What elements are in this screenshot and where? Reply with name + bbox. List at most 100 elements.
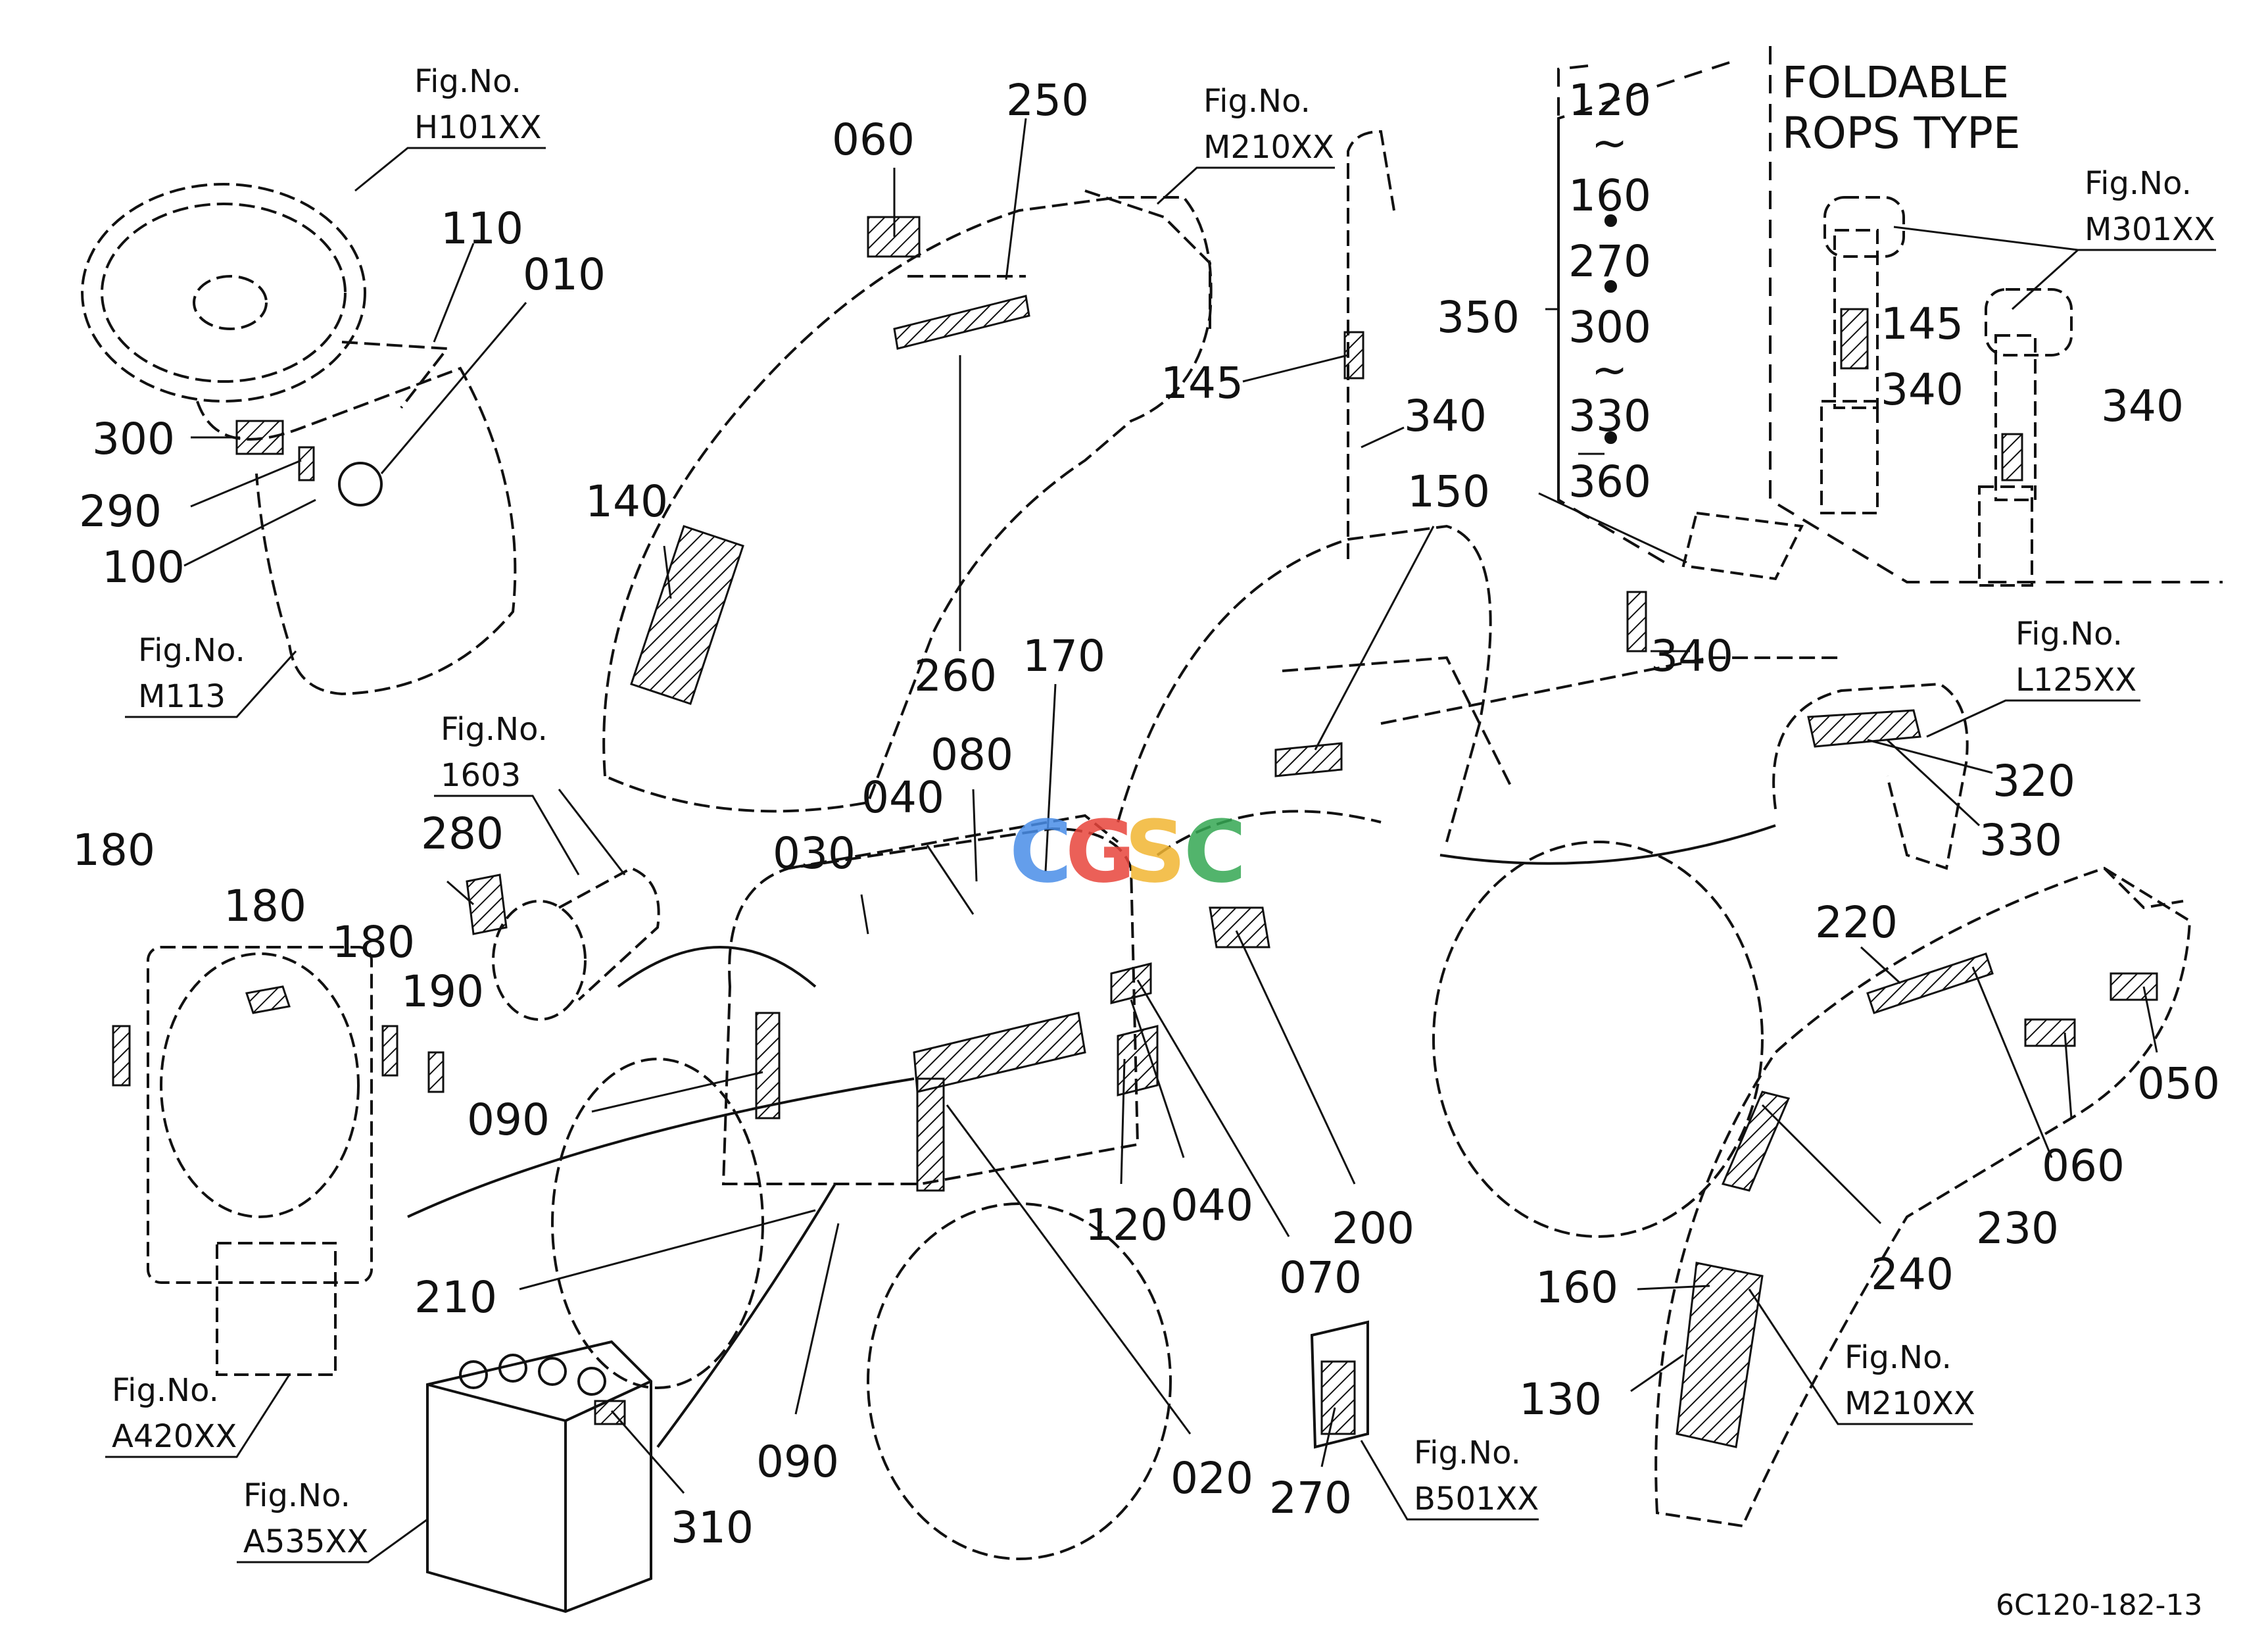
part-label: 170: [1023, 631, 1105, 681]
part-label: 280: [421, 808, 504, 859]
rops-bracket-left: [1820, 196, 1905, 514]
fig-ref-label: Fig.No.: [2085, 165, 2192, 202]
panel-title-line1: FOLDABLE: [1782, 57, 2009, 108]
part-label: 145: [1161, 358, 1243, 408]
part-label: 320: [1992, 756, 2075, 806]
part-label: 250: [1006, 75, 1089, 126]
part-label: 160: [1535, 1262, 1618, 1313]
watermark-letter: C: [1184, 802, 1246, 902]
part-label: 060: [2042, 1141, 2125, 1191]
range-value: 300: [1568, 302, 1651, 353]
drawing-code: 6C120-182-13: [1996, 1588, 2202, 1622]
part-labels: 060 250 110 010 300 290 100 145 340 350 …: [72, 75, 2220, 1553]
part-label: 090: [756, 1437, 839, 1487]
fig-ref-l125xx: Fig.No. L125XX: [1926, 616, 2140, 738]
fender: [1654, 866, 2192, 1528]
part-label: 220: [1815, 897, 1898, 948]
part-label: 040: [861, 772, 944, 823]
fig-ref-label: Fig.No.: [441, 711, 548, 748]
fig-ref-label: Fig.No.: [414, 63, 521, 100]
range-value: 120: [1568, 75, 1651, 126]
part-label: 200: [1332, 1203, 1414, 1254]
fig-ref-label: Fig.No.: [1203, 83, 1311, 120]
fig-ref-label: Fig.No.: [1414, 1435, 1521, 1471]
watermark-letter: C: [1009, 802, 1072, 902]
part-label: 100: [102, 542, 185, 593]
fig-ref-m113: Fig.No. M113: [125, 632, 297, 718]
range-separator: •: [1598, 414, 1624, 464]
fig-ref-1603: Fig.No. 1603: [434, 711, 580, 875]
fig-ref-number: 1603: [441, 757, 521, 794]
part-label: 300: [92, 414, 175, 464]
part-label: 340: [1404, 391, 1487, 441]
fig-ref-number: A420XX: [112, 1418, 237, 1455]
fig-ref-m210xx-top: Fig.No. M210XX: [1156, 83, 1335, 205]
part-label: 120: [1085, 1200, 1168, 1250]
part-label: 130: [1519, 1374, 1602, 1425]
range-value: 360: [1568, 456, 1651, 507]
part-label: 140: [585, 476, 668, 527]
part-label: 190: [401, 966, 484, 1017]
radiator: [147, 946, 373, 1376]
fig-ref-m301xx: Fig.No. M301XX: [1893, 165, 2216, 310]
fig-ref-h101xx: Fig.No. H101XX: [354, 63, 546, 192]
watermark-letter: G: [1065, 802, 1136, 902]
fig-ref-label: Fig.No.: [138, 632, 245, 669]
part-label: 180: [224, 881, 306, 931]
part-label: 230: [1976, 1203, 2059, 1254]
battery: [426, 1340, 652, 1613]
step: [1772, 682, 1969, 870]
fig-ref-label: Fig.No.: [243, 1477, 350, 1514]
part-label: 150: [1407, 466, 1490, 517]
part-label: 340: [2101, 381, 2184, 431]
range-value: 160: [1568, 170, 1651, 221]
part-label: 060: [832, 114, 915, 165]
part-label: 180: [332, 917, 415, 968]
part-label: 010: [523, 249, 606, 300]
part-label: 310: [671, 1502, 754, 1553]
fig-ref-number: M210XX: [1845, 1385, 1975, 1422]
part-label: 145: [1881, 299, 1964, 349]
watermark-logo: C G S C: [1009, 802, 1246, 902]
fig-ref-number: M301XX: [2085, 211, 2215, 248]
part-label: 330: [1979, 815, 2062, 866]
panel-title-line2: ROPS TYPE: [1782, 108, 2021, 159]
part-label: 110: [441, 203, 523, 254]
fig-ref-number: M113: [138, 678, 226, 715]
part-label: 180: [72, 825, 155, 875]
fig-ref-b501xx: Fig.No. B501XX: [1360, 1435, 1539, 1521]
fig-ref-label: Fig.No.: [112, 1372, 219, 1409]
air-cleaner: [492, 866, 660, 1021]
rops-bracket-right: [1978, 288, 2073, 587]
fig-ref-m210xx-bottom: Fig.No. M210XX: [1748, 1289, 1975, 1425]
fig-ref-number: L125XX: [2015, 662, 2136, 699]
part-label: 030: [773, 828, 856, 879]
fig-ref-label: Fig.No.: [2015, 616, 2123, 652]
range-value: 330: [1568, 391, 1651, 441]
fig-ref-number: B501XX: [1414, 1481, 1539, 1517]
part-label: 270: [1269, 1473, 1352, 1523]
fig-ref-number: M210XX: [1203, 129, 1334, 166]
fig-ref-number: H101XX: [414, 109, 541, 146]
part-label: 040: [1170, 1180, 1253, 1231]
part-label: 210: [414, 1272, 497, 1323]
range-separator: •: [1598, 262, 1624, 313]
callout-arrows: [407, 824, 1776, 1448]
range-separator: ~: [1591, 345, 1628, 395]
part-label: 020: [1170, 1453, 1253, 1504]
part-label: 340: [1881, 364, 1964, 415]
range-separator: ~: [1591, 118, 1628, 168]
part-label: 240: [1871, 1249, 1954, 1300]
part-label: 350: [1437, 292, 1520, 343]
fig-ref-a535xx: Fig.No. A535XX: [237, 1477, 428, 1563]
fig-ref-label: Fig.No.: [1845, 1339, 1952, 1376]
part-label: 070: [1279, 1252, 1362, 1303]
part-label: 340: [1651, 631, 1733, 681]
leader-lines: [183, 118, 2158, 1494]
fig-ref-number: A535XX: [243, 1523, 368, 1560]
part-label: 260: [914, 651, 997, 701]
range-value: 270: [1568, 236, 1651, 287]
steering-dash-assembly: [81, 183, 517, 696]
